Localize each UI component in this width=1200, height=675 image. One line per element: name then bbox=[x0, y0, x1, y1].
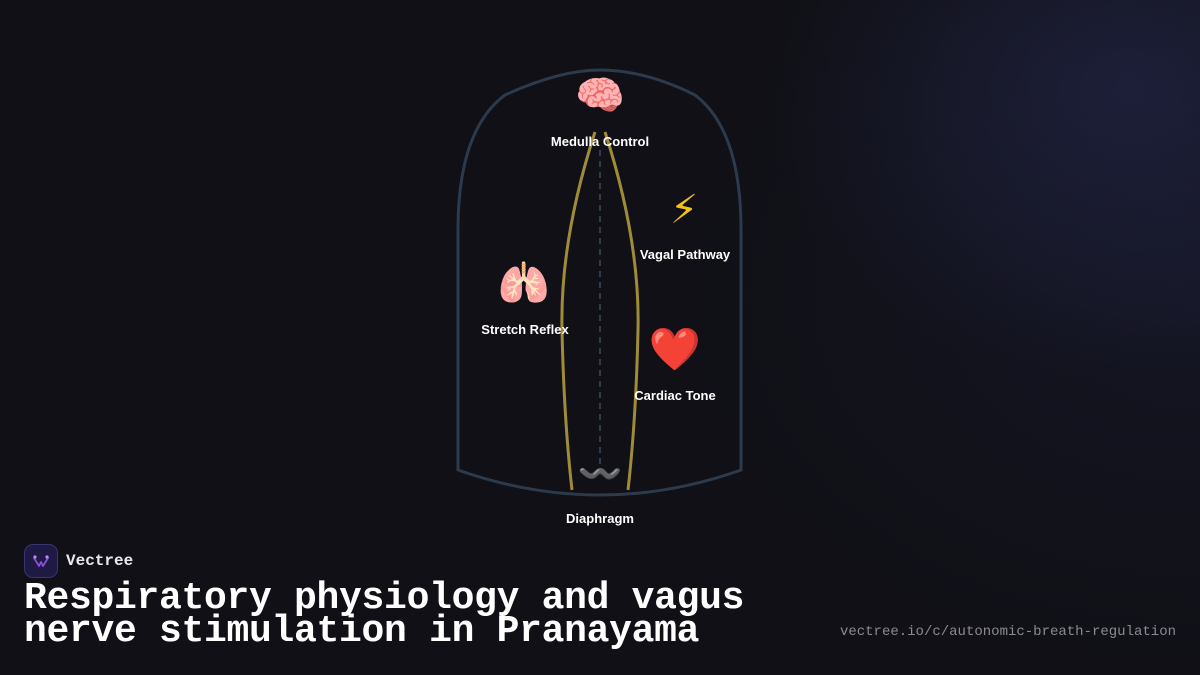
node-label-medulla: Medulla Control bbox=[551, 134, 649, 149]
torso-outline bbox=[456, 68, 743, 497]
node-label-cardiac: Cardiac Tone bbox=[634, 388, 715, 403]
brain-icon: 🧠 bbox=[575, 73, 625, 119]
heart-icon: ❤️ bbox=[649, 325, 702, 374]
brand: Vectree bbox=[24, 544, 133, 578]
nerve-right bbox=[603, 131, 640, 491]
node-label-diaphragm: Diaphragm bbox=[566, 511, 634, 526]
wave-icon: 〰️ bbox=[578, 454, 623, 495]
node-label-vagal: Vagal Pathway bbox=[640, 247, 731, 262]
lungs-icon: 🫁 bbox=[498, 259, 550, 308]
nerve-left bbox=[560, 131, 597, 491]
node-medulla: 🧠 Medulla Control bbox=[551, 73, 649, 149]
node-stretch: 🫁 Stretch Reflex bbox=[481, 259, 569, 338]
vectree-logo-icon bbox=[24, 544, 58, 578]
page-title: Respiratory physiology and vagus nerve s… bbox=[24, 577, 745, 653]
lightning-icon: ⚡ bbox=[670, 187, 698, 233]
node-label-stretch: Stretch Reflex bbox=[481, 322, 569, 337]
node-cardiac: ❤️ Cardiac Tone bbox=[634, 325, 715, 404]
node-vagal: ⚡ Vagal Pathway bbox=[640, 187, 731, 262]
source-url[interactable]: vectree.io/c/autonomic-breath-regulation bbox=[839, 624, 1176, 640]
node-diaphragm: 〰️ Diaphragm bbox=[566, 454, 634, 526]
brand-name: Vectree bbox=[66, 552, 134, 570]
